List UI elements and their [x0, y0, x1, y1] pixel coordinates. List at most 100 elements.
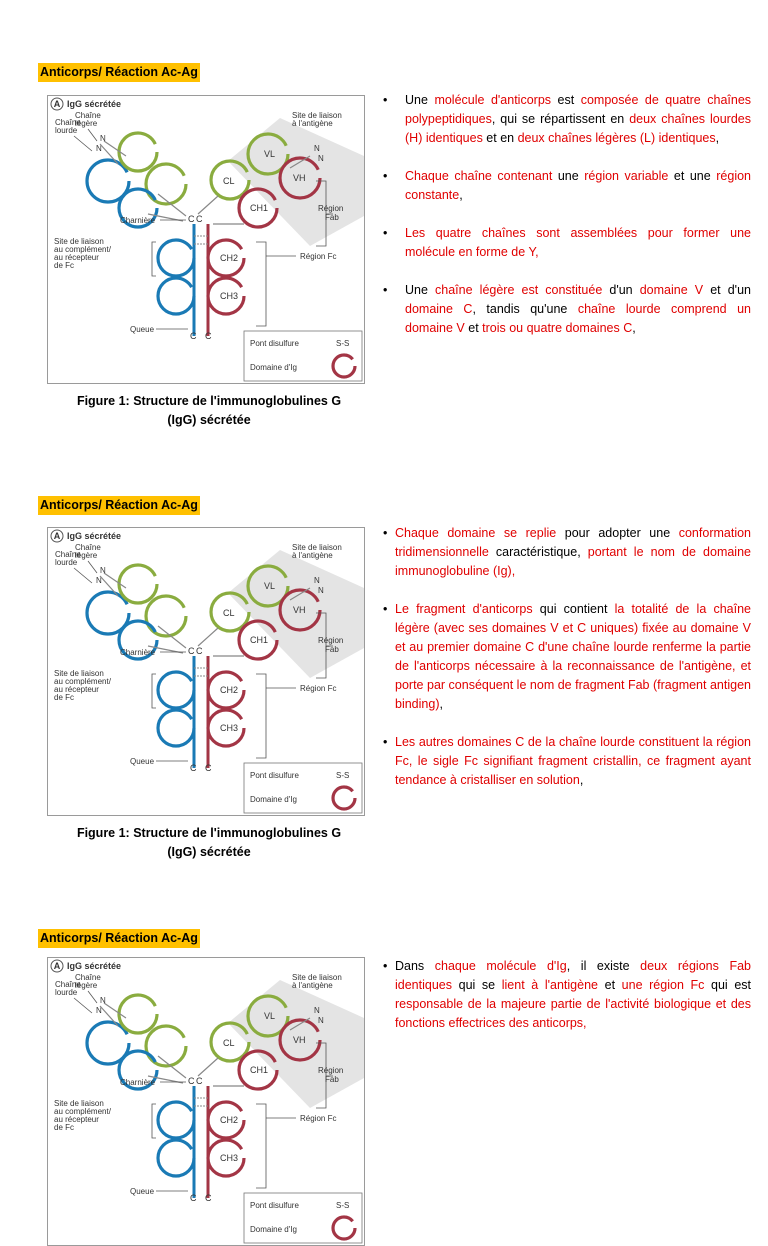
label-c: C [188, 646, 195, 656]
label-c: C [205, 1193, 212, 1203]
heavy-chain-ch1-domain-right [237, 187, 279, 229]
bullet-text: Chaque domaine se replie [395, 526, 557, 540]
label-chaine-legere: Chaîne [75, 111, 101, 120]
legend-pont-disulfure: Pont disulfure [250, 1201, 299, 1210]
label-chaine-lourde: Chaîne [55, 980, 81, 989]
label-n: N [100, 566, 106, 575]
legend-ss: S-S [336, 1201, 349, 1210]
label-vh: VH [293, 605, 306, 615]
bullet-dot: • [383, 735, 388, 749]
panel-title: IgG sécrétée [67, 961, 121, 971]
panel-letter: A [54, 99, 61, 109]
label-n: N [318, 154, 324, 163]
heavy-chain-ch3-domain-left [156, 276, 196, 316]
bullet-list: •Une molécule d'anticorps est composée d… [383, 91, 751, 357]
heavy-chain-ch3-domain-left [156, 1138, 196, 1178]
label-n: N [96, 576, 102, 585]
bullet-text: lient à l'antigène [501, 978, 598, 992]
bullet-text: région variable [584, 169, 669, 183]
label-ch1: CH1 [250, 1065, 268, 1075]
label-site-complement: Site de liaison [54, 237, 104, 246]
heavy-chain-ch2-domain-right [206, 238, 246, 278]
heavy-chain-ch2-domain-left [156, 670, 196, 710]
bullet-text: , [459, 188, 463, 202]
label-n: N [314, 1006, 320, 1015]
label-c: C [196, 214, 203, 224]
label-n: N [314, 576, 320, 585]
panel-letter: A [54, 961, 61, 971]
bullet-text: responsable de la majeure partie de l'ac… [395, 997, 751, 1030]
heavy-chain-ch1-domain-left [117, 187, 159, 229]
bullet-text: , [579, 773, 584, 787]
bullet-text: pour adopter une [556, 526, 679, 540]
label-ch3: CH3 [220, 291, 238, 301]
heavy-chain-ch1-domain-right [237, 619, 279, 661]
label-charniere: Charnière [120, 216, 156, 225]
legend-ss: S-S [336, 771, 349, 780]
panel-title: IgG sécrétée [67, 99, 121, 109]
light-chain-v-domain-right [246, 132, 290, 176]
bullet-text: et [464, 321, 483, 335]
label-queue: Queue [130, 325, 155, 334]
heavy-chain-ch2-domain-right [206, 670, 246, 710]
bullet-text: caractéristique, [488, 545, 588, 559]
bullet-text: une région Fc [621, 978, 705, 992]
label-cl: CL [223, 608, 235, 618]
label-chaine-legere: légère [75, 551, 98, 560]
light-chain-v-domain-left [117, 993, 159, 1035]
bullet-text: chaîne légère est constituée [435, 283, 603, 297]
heavy-chain-v-domain-right [278, 588, 322, 632]
heavy-chain-v-domain-left [85, 590, 131, 636]
label-cl: CL [223, 176, 235, 186]
label-c: C [205, 763, 212, 773]
label-region-fc: Région Fc [300, 684, 336, 693]
label-ch2: CH2 [220, 1115, 238, 1125]
label-site-complement: au récepteur [54, 685, 99, 694]
bullet-text: chaîne lourde comprend un domaine V [405, 302, 751, 335]
panel-letter-circle [50, 529, 64, 543]
label-c: C [188, 1076, 195, 1086]
label-vl: VL [264, 149, 275, 159]
bullet-text: trois ou quatre domaines C [482, 321, 633, 335]
legend-domain-icon [331, 353, 357, 379]
label-chaine-lourde: lourde [55, 558, 78, 567]
bullet-text: , tandis qu'une [472, 302, 578, 316]
bullet-item: • Les quatre chaînes sont assemblées pour… [383, 224, 751, 262]
bullet-text: Le fragment d'anticorps [395, 602, 533, 616]
label-c: C [205, 331, 212, 341]
bullet-dot: • [383, 226, 388, 240]
bullet-text: Chaque chaîne contenant [405, 169, 558, 183]
bullet-text: qui se [452, 978, 502, 992]
bullet-text: domaine V [639, 283, 704, 297]
bullet-text: , [439, 697, 443, 711]
bullet-text: Une [405, 283, 436, 297]
label-site-antigene: à l'antigène [292, 551, 333, 560]
light-chain-c-domain-left [144, 594, 188, 638]
bullet-text: Les quatre chaînes sont assemblées pour … [405, 226, 751, 259]
label-vl: VL [264, 1011, 275, 1021]
bullet-dot: • [383, 526, 388, 540]
label-region-fab: Fab [325, 213, 339, 222]
label-n: N [314, 144, 320, 153]
bullet-dot: • [383, 93, 388, 107]
label-region-fc: Région Fc [300, 1114, 336, 1123]
panel-letter-circle [50, 97, 64, 111]
light-chain-c-domain-right [209, 591, 251, 633]
bullet-item: •Chaque chaîne contenant une région vari… [383, 167, 751, 205]
figure-caption: Figure 1: Structure de l'immunoglobuline… [47, 824, 371, 862]
bullet-text: Une [405, 93, 435, 107]
bullet-text: portant le nom de domaine immunoglobulin… [395, 545, 751, 578]
bullet-text: Dans [395, 959, 435, 973]
label-region-fab: Région [318, 1066, 343, 1075]
label-c: C [196, 646, 203, 656]
bullet-text: conformation tridimensionnelle [395, 526, 751, 559]
label-c: C [196, 1076, 203, 1086]
caption-line-1: Figure 1: Structure de l'immunoglobuline… [76, 394, 342, 408]
label-site-antigene: Site de liaison [292, 973, 342, 982]
bullet-text: , [632, 321, 636, 335]
bullet-item: •Dans chaque molécule d'Ig, il existe de… [383, 957, 751, 1033]
panel-title: IgG sécrétée [67, 531, 121, 541]
heavy-chain-ch2-domain-left [156, 1100, 196, 1140]
label-region-fab: Fab [325, 645, 339, 654]
